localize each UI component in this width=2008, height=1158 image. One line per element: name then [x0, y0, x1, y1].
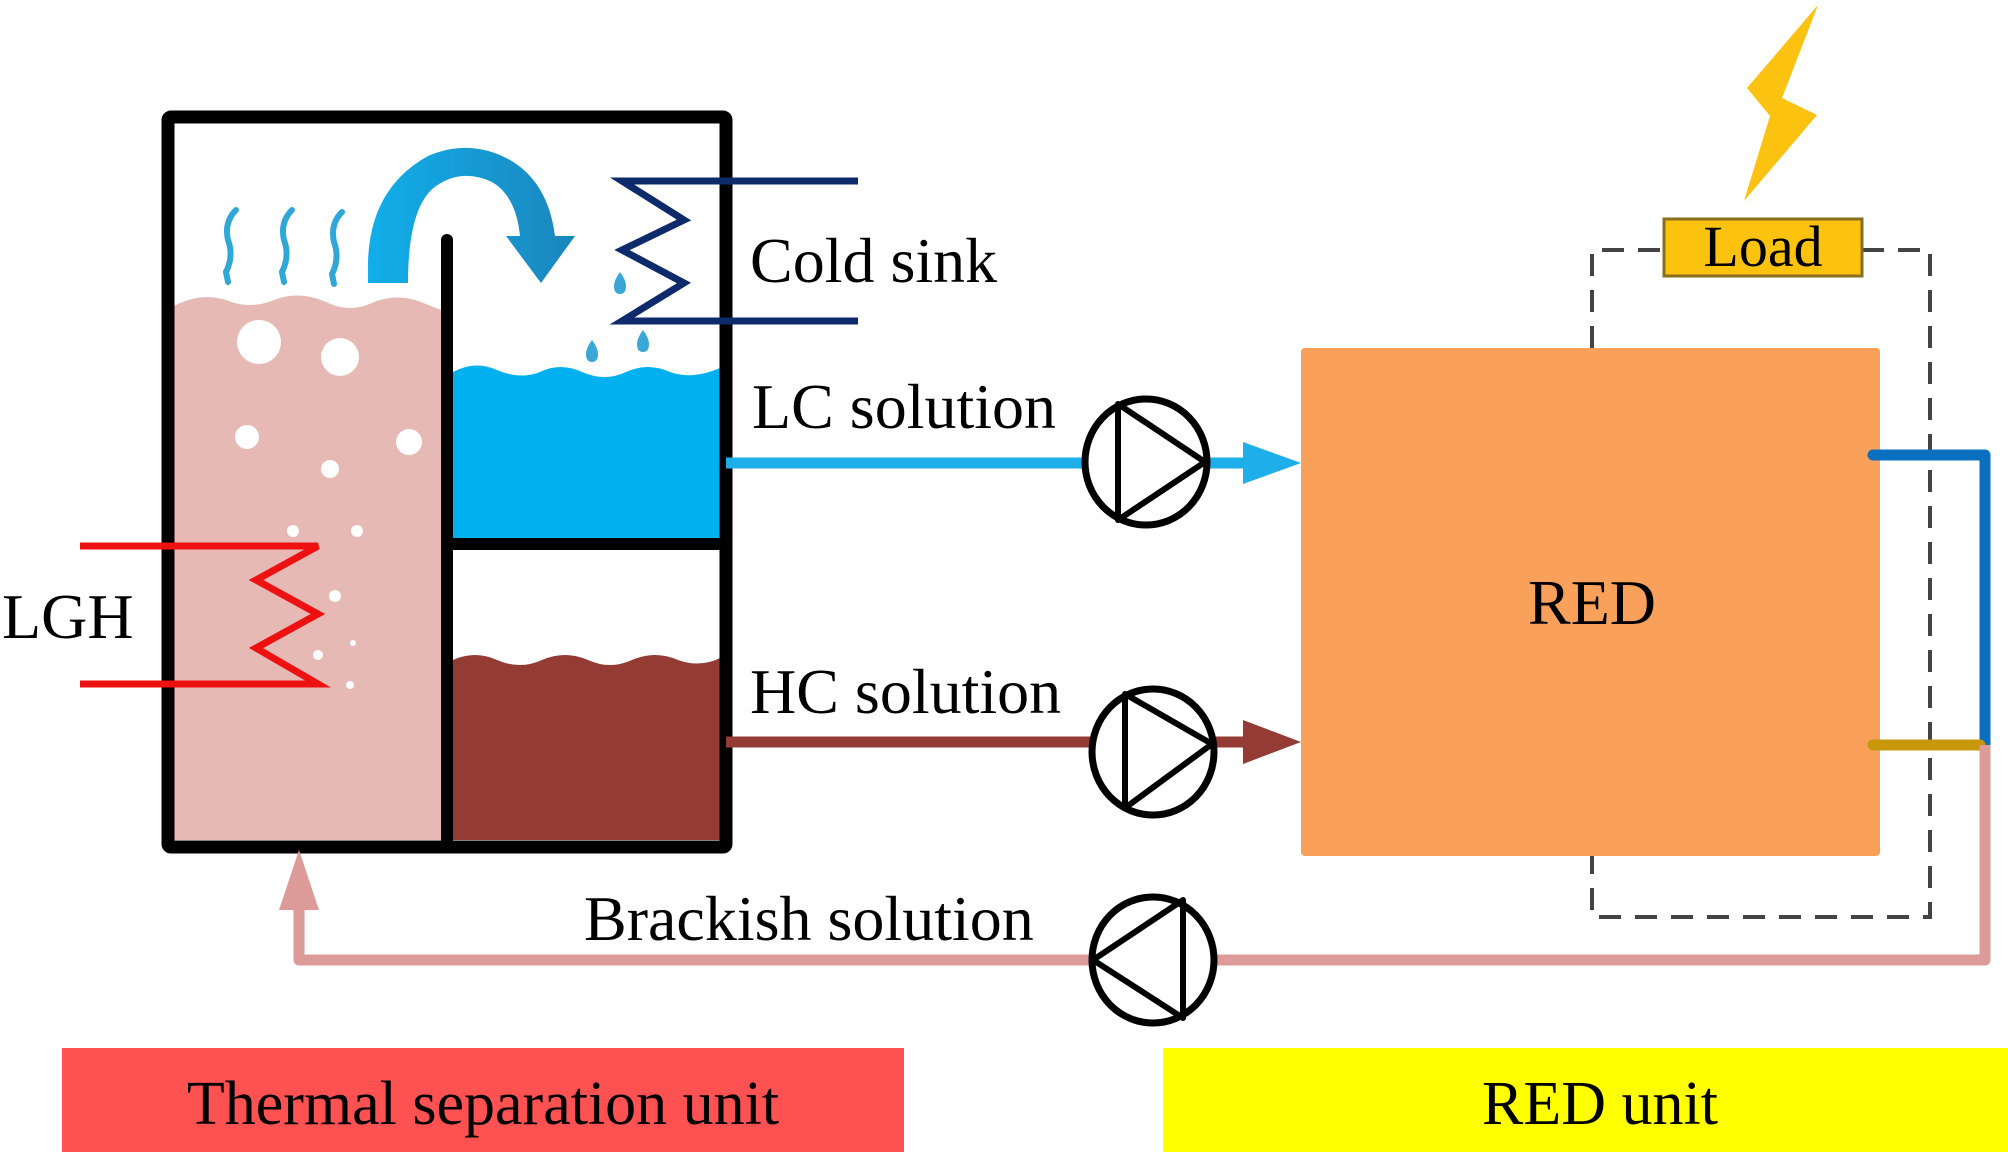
- condensate-droplets: [586, 272, 649, 362]
- electric-circuit: [1590, 248, 1932, 919]
- lc-arrowhead-icon: [1243, 442, 1301, 484]
- red-stack: [1301, 348, 1880, 856]
- hc-water: [453, 655, 720, 840]
- brackish-solution-label: Brackish solution: [584, 883, 1034, 954]
- hc-arrowhead-icon: [1243, 720, 1301, 764]
- lightning-bolt-icon: [1744, 5, 1818, 201]
- feed-solution-liquid: [174, 295, 441, 840]
- lc-water: [453, 365, 720, 538]
- load-box: Load: [1662, 214, 1864, 279]
- brackish-arrowhead-icon: [279, 850, 319, 910]
- vapour-transfer-arrow-icon: [368, 147, 575, 283]
- hc-pump-icon: [1088, 685, 1218, 819]
- lgh-heater-coil-icon: [80, 542, 331, 688]
- top-electrode: [1867, 449, 1991, 751]
- thermal-separation-tank: [161, 110, 733, 854]
- electrodes: [1867, 449, 1991, 751]
- lc-flow-line: [726, 442, 1301, 484]
- lc-pump-icon: [1081, 395, 1211, 529]
- thermal-unit-legend: Thermal separation unit: [62, 1048, 904, 1152]
- cold-sink-label: Cold sink: [750, 225, 997, 296]
- red-stack-label: RED: [1528, 567, 1656, 638]
- red-unit-legend: RED unit: [1163, 1048, 2008, 1152]
- thermal-unit-label: Thermal separation unit: [187, 1070, 779, 1138]
- cold-sink-coil-icon: [609, 177, 858, 325]
- lgh-label: LGH: [2, 581, 134, 652]
- lc-solution-label: LC solution: [752, 371, 1056, 442]
- red-unit-label: RED unit: [1482, 1070, 1718, 1138]
- hc-solution-label: HC solution: [750, 656, 1061, 727]
- load-label: Load: [1703, 214, 1822, 279]
- steam-icon: [222, 207, 345, 287]
- bubbles: [235, 320, 422, 689]
- brackish-pump-icon: [1088, 893, 1218, 1027]
